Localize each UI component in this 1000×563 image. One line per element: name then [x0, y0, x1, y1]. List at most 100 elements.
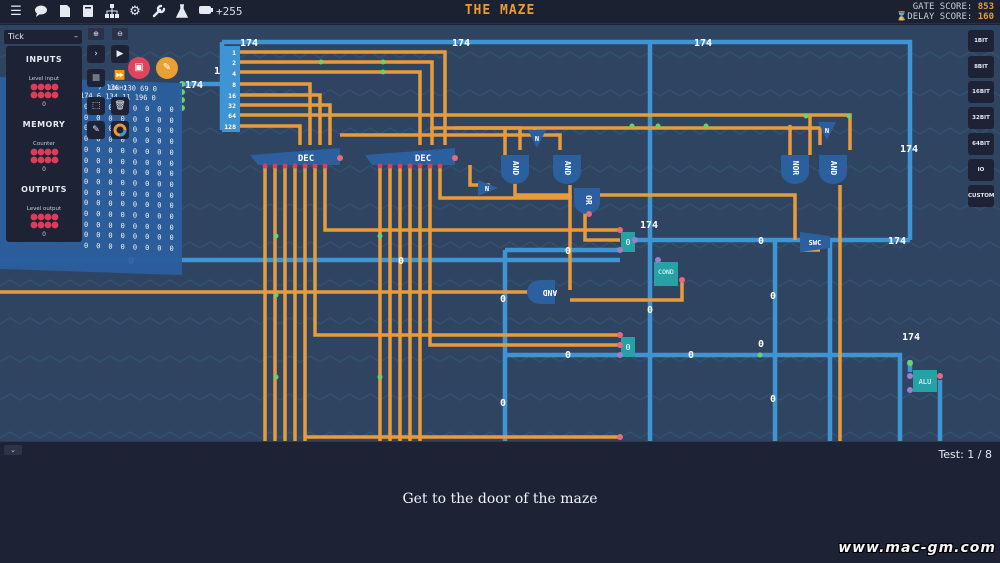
- bit-button-io[interactable]: IO: [968, 159, 994, 181]
- wire-value-zero-j: 0: [500, 398, 506, 409]
- level-output-icon[interactable]: [30, 213, 60, 229]
- gate-score-value: 853: [977, 2, 994, 12]
- bit-button-custom[interactable]: CUSTOM: [968, 185, 994, 207]
- outputs-item-label: Level output: [26, 206, 62, 212]
- and-gate-2[interactable]: AND: [553, 155, 581, 184]
- bit-label-1: 1: [232, 49, 236, 57]
- nor-gate[interactable]: NOR: [781, 155, 809, 184]
- register-2-value: 0: [626, 343, 631, 352]
- decoder-2-label: DEC: [415, 154, 431, 164]
- record-button[interactable]: ▣: [128, 57, 150, 79]
- wire-value-zero-g: 0: [688, 350, 694, 361]
- bit-label-32: 32: [228, 102, 236, 110]
- book-icon[interactable]: [80, 4, 96, 20]
- bit-button-32bit[interactable]: 32BIT: [968, 107, 994, 129]
- wire-labels: 174 174 174 174 174 174 174 174 1 0 0 0 …: [128, 38, 920, 409]
- select-tool-button[interactable]: ⬚: [87, 97, 105, 115]
- tick-select[interactable]: Tick –: [4, 30, 82, 44]
- switch-component[interactable]: SWC: [800, 232, 830, 252]
- switch-label: SWC: [809, 239, 822, 247]
- wire-value-zero-h: 0: [758, 339, 764, 350]
- decoder-2[interactable]: DEC: [365, 148, 455, 169]
- wire-value-clipped: 1: [214, 66, 220, 77]
- and-gate-4[interactable]: AND: [527, 280, 557, 304]
- not-gate-3[interactable]: N: [478, 180, 498, 196]
- bit-label-8: 8: [232, 81, 236, 89]
- bottom-panel: ⌄ Test: 1 / 8 Get to the door of the maz…: [0, 441, 1000, 563]
- level-title: THE MAZE: [464, 3, 536, 18]
- gear-icon[interactable]: ⚙: [129, 4, 141, 19]
- test-counter: Test: 1 / 8: [938, 448, 992, 461]
- memory-item-label: Counter: [33, 141, 55, 147]
- wire-value-input: 174: [185, 80, 203, 91]
- bit-button-8bit[interactable]: 8BIT: [968, 56, 994, 78]
- register-1[interactable]: 0: [621, 232, 635, 252]
- wire-value-zero-i: 0: [770, 394, 776, 405]
- bit-label-16: 16: [228, 92, 236, 100]
- bit-label-2: 2: [232, 59, 236, 67]
- flask-icon[interactable]: [174, 4, 190, 20]
- decoder-1[interactable]: DEC: [250, 148, 340, 169]
- bit-button-1bit[interactable]: 1BIT: [968, 30, 994, 52]
- caret-icon: –: [74, 32, 78, 41]
- memory-title: MEMORY: [22, 120, 66, 129]
- speed-label: 10kHz: [108, 85, 127, 92]
- outputs-value: 0: [42, 231, 46, 238]
- and-gate-3[interactable]: AND: [819, 155, 847, 184]
- and-gate-1[interactable]: AND: [501, 155, 529, 184]
- wire-value-zero-d: 0: [565, 350, 571, 361]
- delay-score-label: DELAY SCORE:: [907, 12, 973, 22]
- circuit-board[interactable]: 174 174 174 174 174 174 174 174 1 0 0 0 …: [0, 25, 1000, 441]
- not-gate-1[interactable]: N: [528, 130, 546, 148]
- bit-button-64bit[interactable]: 64BIT: [968, 133, 994, 155]
- level-input-icon[interactable]: [30, 83, 60, 99]
- register-2[interactable]: 0: [621, 337, 635, 357]
- input-splitter[interactable]: 1 2 4 8 16 32 64 128: [222, 46, 240, 132]
- zoom-out-button[interactable]: ⊖: [112, 28, 128, 40]
- file-icon[interactable]: [57, 4, 73, 20]
- counter-icon[interactable]: [30, 148, 60, 164]
- hierarchy-icon[interactable]: [104, 4, 120, 20]
- pencil-tool-button[interactable]: ✎: [87, 121, 105, 139]
- register-1-value: 0: [626, 238, 631, 247]
- not-gate-2[interactable]: N: [818, 122, 836, 140]
- delay-score: ⌛DELAY SCORE: 160: [896, 12, 994, 22]
- collapse-button[interactable]: ⌄: [4, 445, 22, 455]
- stop-button[interactable]: ■: [87, 69, 105, 87]
- and-gate-1-label: AND: [511, 161, 520, 176]
- bit-button-16bit[interactable]: 16BIT: [968, 81, 994, 103]
- wire-value-reg1b: 174: [888, 236, 906, 247]
- purple-pins: [617, 237, 913, 393]
- wire-value-top-bus: 174: [240, 38, 258, 49]
- wire-value-zero-c: 0: [647, 305, 653, 316]
- delete-button[interactable]: 🗑: [111, 97, 129, 115]
- bit-label-4: 4: [232, 70, 236, 78]
- zoom-in-button[interactable]: ⊕: [88, 28, 104, 40]
- step-button[interactable]: ›: [87, 45, 105, 63]
- menu-icon[interactable]: ☰: [10, 4, 22, 19]
- watermark: www.mac-gm.com: [838, 540, 996, 556]
- and-gate-4-label: AND: [543, 288, 558, 297]
- edit-button[interactable]: ✎: [156, 57, 178, 79]
- wire-value-reg2: 174: [902, 332, 920, 343]
- condition-component[interactable]: COND: [654, 262, 678, 286]
- fast-forward-button[interactable]: ⏩: [114, 71, 126, 81]
- not-gate-1-label: N: [535, 135, 539, 143]
- condition-label: COND: [658, 268, 674, 276]
- outputs-title: OUTPUTS: [21, 185, 67, 194]
- color-wheel-button[interactable]: [111, 121, 129, 139]
- component-panel: INPUTS Level input 0 MEMORY Counter 0 OU…: [6, 46, 82, 242]
- wrench-icon[interactable]: [151, 4, 167, 20]
- tick-select-label: Tick: [8, 32, 24, 41]
- circuit-canvas[interactable]: 174 174 174 174 174 174 174 174 1 0 0 0 …: [0, 25, 1000, 441]
- wire-value-zero-b: 0: [770, 291, 776, 302]
- alu-component[interactable]: ALU: [913, 370, 937, 392]
- play-button[interactable]: ▶: [111, 45, 129, 63]
- memory-header-b: 130 69 0: [123, 84, 158, 94]
- wire-value-zero-f: 0: [565, 246, 571, 257]
- not-gate-3-label: N: [485, 185, 489, 193]
- chat-icon[interactable]: [33, 4, 49, 20]
- gate-score: GATE SCORE: 853: [913, 2, 994, 12]
- or-gate[interactable]: OR: [574, 188, 600, 214]
- energy-counter: +255: [216, 5, 243, 18]
